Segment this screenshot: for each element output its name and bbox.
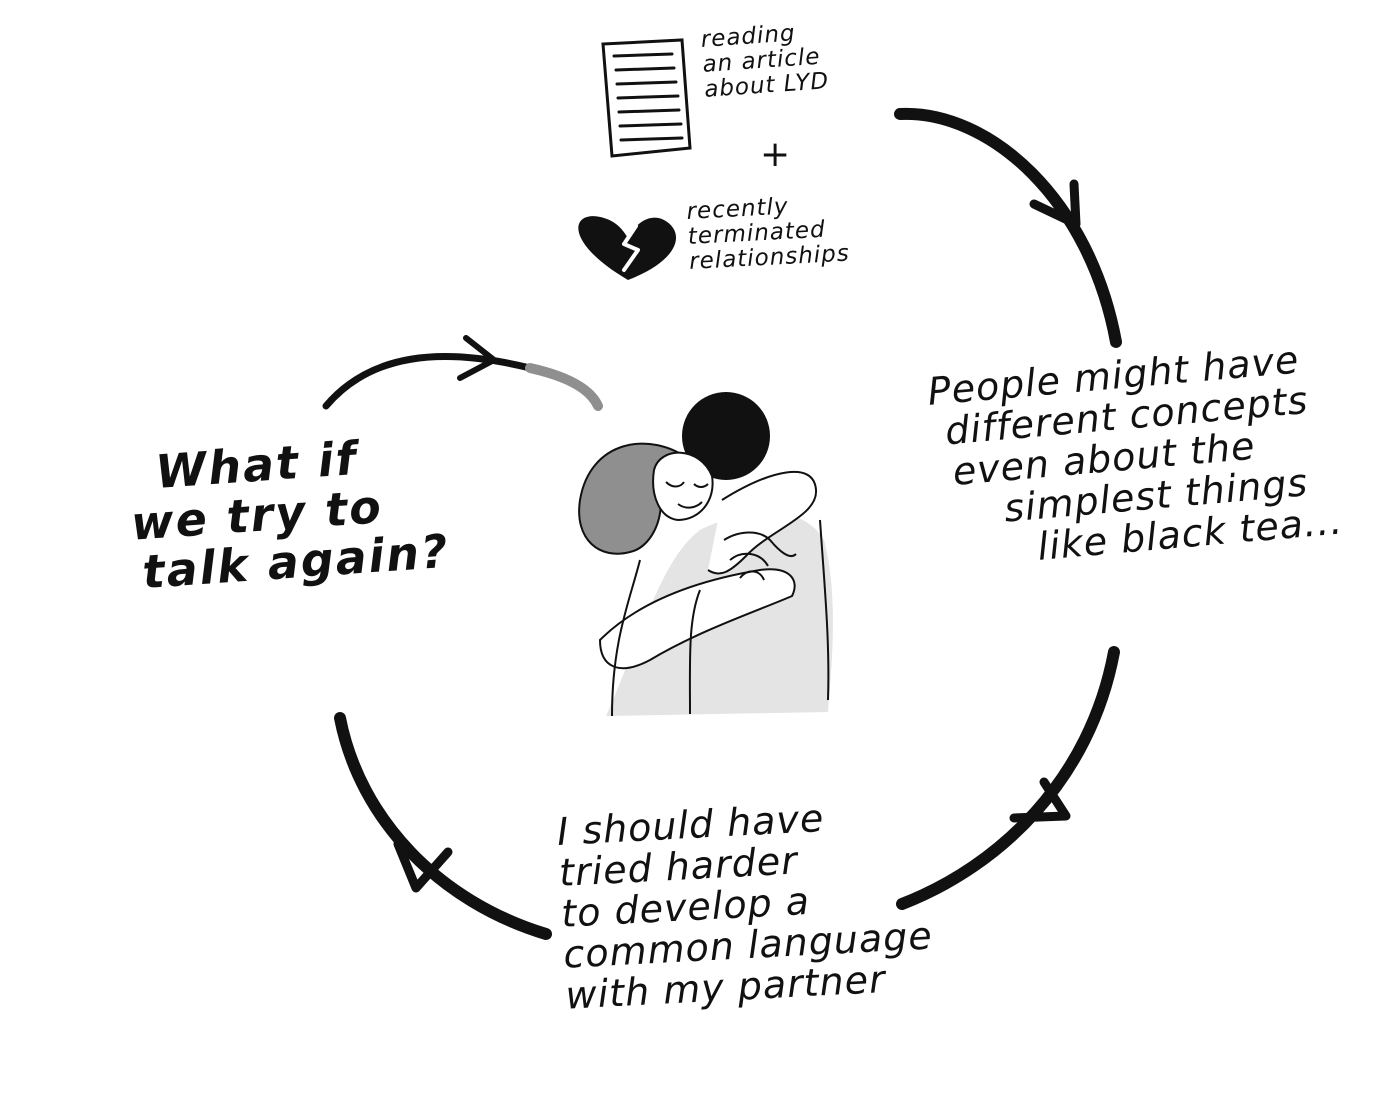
reading-article-note: reading an article about LYD xyxy=(700,19,830,102)
arrow-top-left xyxy=(322,335,603,411)
cycle-arrows xyxy=(322,107,1122,940)
broken-heart-icon xyxy=(578,216,677,280)
relationships-note: recently terminated relationships xyxy=(686,192,850,275)
plus-sign: + xyxy=(760,134,791,175)
hugging-couple-illustration xyxy=(578,392,833,717)
arrow-bottom-left xyxy=(334,712,552,940)
arrow-top-right xyxy=(894,107,1122,348)
document-icon xyxy=(601,38,692,158)
people-concepts-note: People might have different concepts eve… xyxy=(926,337,1345,576)
common-language-note: I should have tried harder to develop a … xyxy=(556,793,936,1018)
talk-again-note: What if we try to talk again? xyxy=(126,428,451,599)
arrow-bottom-right xyxy=(896,646,1120,910)
